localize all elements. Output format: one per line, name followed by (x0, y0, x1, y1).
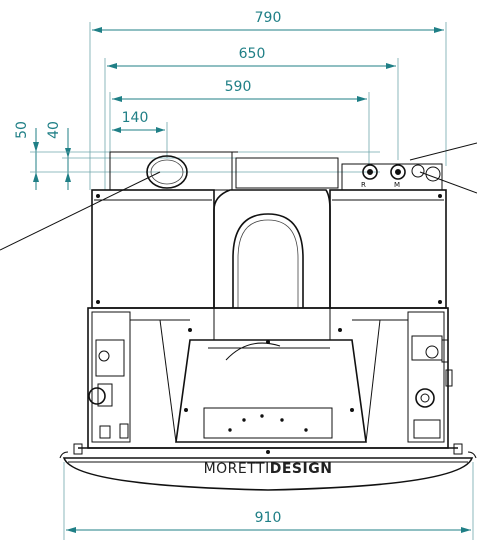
brand-logo: MORETTIDESIGN (204, 461, 333, 477)
burner-chamber (175, 339, 367, 443)
dimension-140: 140 (112, 110, 168, 158)
water-connections: R M (361, 164, 441, 189)
svg-text:MORETTIDESIGN: MORETTIDESIGN (204, 461, 333, 477)
leader-lines (0, 142, 477, 251)
base (59, 443, 477, 491)
brand-text-left: MORETTI (204, 461, 270, 477)
dimension-label-40: 40 (46, 121, 62, 139)
connection-label-left: R (361, 181, 366, 189)
dimension-40: 40 (46, 121, 71, 190)
dimension-50: 50 (14, 121, 39, 190)
dimension-910: 910 (63, 462, 474, 540)
upper-housing (91, 189, 447, 309)
dimension-label-50: 50 (14, 121, 30, 139)
dimension-790: 790 (89, 10, 447, 190)
brand-text-right: DESIGN (270, 461, 333, 477)
central-duct (213, 189, 331, 340)
left-components (88, 339, 129, 439)
height-extension-lines (30, 151, 380, 173)
dimension-label-140: 140 (122, 110, 149, 126)
right-components (411, 335, 453, 439)
dimension-590: 590 (109, 79, 370, 190)
flue-outlet (146, 155, 188, 189)
connection-label-right: M (394, 181, 400, 189)
side-frames (130, 319, 408, 443)
lower-body (87, 307, 449, 449)
dimension-label-590: 590 (225, 79, 252, 95)
dimension-label-650: 650 (239, 46, 266, 62)
dimension-label-910: 910 (255, 510, 282, 526)
dimension-650: 650 (104, 46, 399, 190)
dimension-label-790: 790 (255, 10, 282, 26)
